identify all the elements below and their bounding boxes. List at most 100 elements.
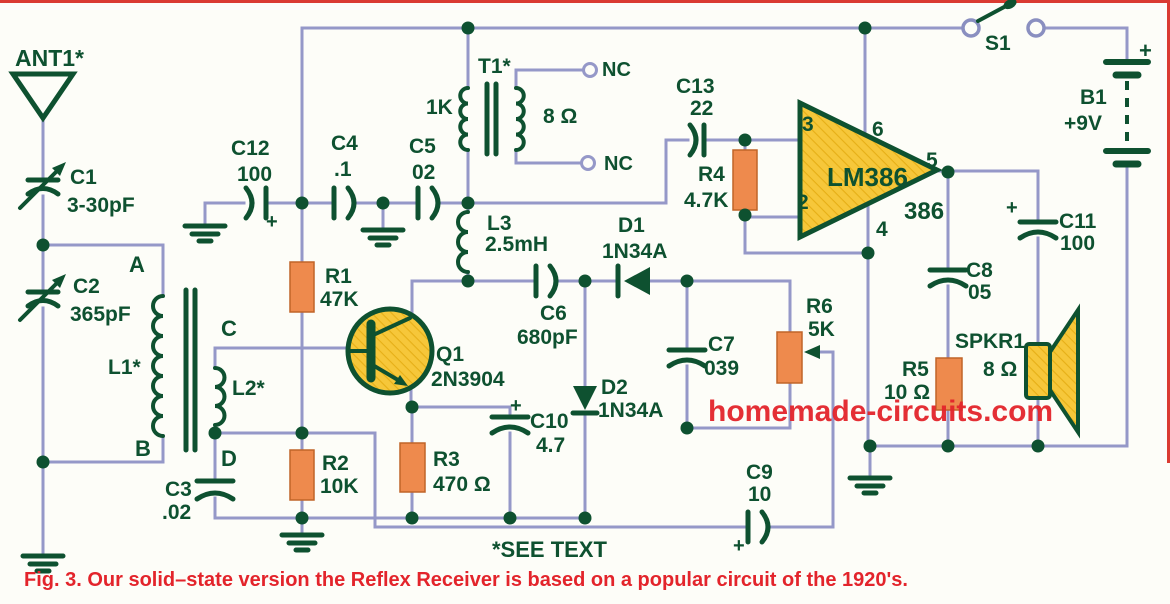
c10-val-label: 4.7 (536, 434, 565, 457)
r2-val-label: 10K (320, 475, 359, 498)
q1-val-label: 2N3904 (431, 368, 505, 391)
node-c-label: C (221, 316, 237, 341)
diode-d1-symbol (615, 263, 650, 299)
watermark-text: homemade-circuits.com (708, 395, 1053, 428)
s1-ref-label: S1 (985, 32, 1011, 55)
d1-ref-label: D1 (618, 214, 645, 237)
r1-ref-label: R1 (325, 265, 352, 288)
c9-val-label: 10 (748, 483, 771, 506)
node-b-label: B (135, 436, 151, 461)
b1-val-label: +9V (1064, 112, 1102, 135)
q1-ref-label: Q1 (436, 343, 464, 366)
l3-ref-label: L3 (487, 212, 512, 235)
figure-caption: Fig. 3. Our solid–state version the Refl… (24, 569, 908, 591)
l1-ref-label: L1* (108, 356, 142, 379)
c5-ref-label: C5 (409, 135, 436, 158)
c9-ref-label: C9 (746, 461, 773, 484)
c12-ref-label: C12 (231, 137, 270, 160)
resistor-r2 (289, 449, 315, 501)
c7-ref-label: C7 (708, 333, 735, 356)
r6-ref-label: R6 (806, 295, 833, 318)
c10-ref-label: C10 (530, 410, 569, 433)
wire-net (41, 26, 1129, 558)
r6-wiper-arrow (804, 345, 820, 359)
capacitor-plates (25, 122, 1059, 545)
c12-val-label: 100 (237, 163, 272, 186)
spkr1-ref-label: SPKR1 (955, 330, 1025, 353)
c13-ref-label: C13 (676, 75, 715, 98)
c3-val-label: .02 (162, 501, 191, 524)
lm386-pin5-label: 5 (926, 149, 938, 172)
battery-plus-mark: + (1139, 38, 1152, 63)
b1-ref-label: B1 (1080, 86, 1107, 109)
transformer-cores (183, 81, 499, 453)
switch-s1-symbol (961, 0, 1046, 38)
coil-l3 (456, 210, 470, 274)
ant1-ref-label: ANT1* (15, 45, 84, 71)
d1-val-label: 1N34A (602, 240, 667, 263)
c11-val-label: 100 (1060, 232, 1095, 255)
t1-ref-label: T1* (478, 55, 512, 78)
resistor-r5 (935, 357, 963, 411)
r6-val-label: 5K (808, 318, 835, 341)
spkr1-val-label: 8 Ω (983, 358, 1017, 381)
c2-val-label: 365pF (70, 303, 131, 326)
ground-symbols (20, 223, 893, 574)
potentiometer-r6 (776, 331, 803, 384)
nc-terminal-top (582, 62, 598, 78)
l2-ref-label: L2* (232, 377, 266, 400)
junction-dots (36, 21, 1045, 525)
c12-plus-mark: + (266, 211, 278, 233)
lm386-triangle (797, 98, 943, 242)
top-edge-line (0, 0, 1170, 3)
lm386-name-label: LM386 (827, 162, 908, 192)
node-a-label: A (129, 252, 145, 277)
d2-ref-label: D2 (601, 376, 628, 399)
c5-val-label: 02 (412, 161, 435, 184)
node-d-label: D (221, 446, 237, 471)
d2-val-label: 1N34A (598, 399, 663, 422)
coil-l2 (213, 366, 227, 427)
c6-val-label: 680pF (517, 326, 578, 349)
diode-d2-symbol (570, 386, 600, 416)
c7-val-label: 039 (704, 357, 739, 380)
c2-ref-label: C2 (73, 275, 100, 298)
c8-val-label: 05 (968, 281, 992, 304)
r4-val-label: 4.7K (684, 189, 728, 212)
c11-ref-label: C11 (1059, 210, 1097, 233)
coil-t1-secondary (514, 86, 526, 152)
resistor-r4 (732, 149, 758, 211)
c1-arrowhead (52, 162, 66, 176)
see-text-note: *SEE TEXT (492, 537, 607, 562)
r3-ref-label: R3 (433, 448, 460, 471)
nc-terminal-bottom (580, 155, 596, 171)
c3-ref-label: C3 (165, 478, 192, 501)
r1-val-label: 47K (320, 288, 359, 311)
variable-cap-arrows (18, 168, 60, 322)
c13-val-label: 22 (690, 97, 713, 120)
r2-ref-label: R2 (322, 452, 349, 475)
coil-t1-primary (458, 86, 470, 152)
r5-val-label: 10 Ω (884, 381, 930, 404)
c4-ref-label: C4 (331, 132, 358, 155)
t1-primary-label: 1K (426, 96, 453, 119)
c1-val-label: 3-30pF (67, 194, 135, 217)
antenna-symbol (8, 71, 78, 123)
c9-plus-mark: + (733, 535, 745, 557)
transistor-q1-symbol (345, 306, 435, 396)
nc-bottom-label: NC (604, 153, 633, 175)
lm386-pin4-label: 4 (876, 218, 888, 241)
battery-plates-short (1112, 71, 1142, 168)
c10-plus-mark: + (510, 395, 522, 417)
lm386-part-label: 386 (904, 198, 944, 225)
t1-secondary-label: 8 Ω (543, 105, 577, 128)
l3-val-label: 2.5mH (485, 233, 548, 256)
right-edge-line (1167, 0, 1170, 463)
lm386-pin3-label: 3 (802, 113, 814, 136)
r5-ref-label: R5 (902, 358, 929, 381)
battery-plates (1103, 59, 1151, 154)
c2-arrowhead (52, 274, 66, 288)
c8-ref-label: C8 (966, 259, 993, 282)
